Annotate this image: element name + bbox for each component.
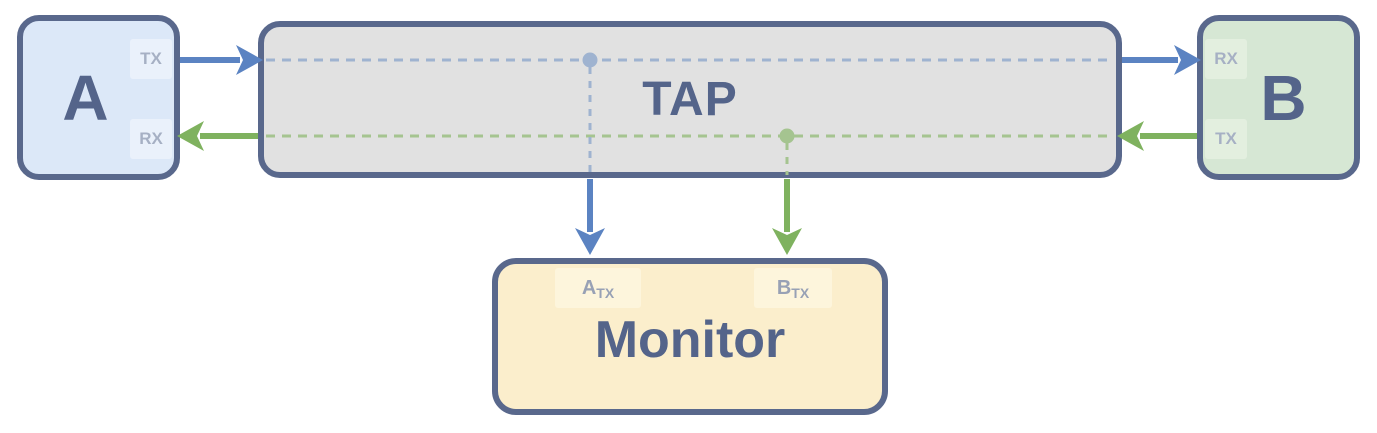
node-b-port-rx: RX: [1205, 39, 1247, 79]
node-monitor-label: Monitor: [594, 310, 786, 369]
node-a-label: A: [62, 61, 109, 134]
node-a: A TX RX: [17, 15, 180, 180]
node-a-port-tx: TX: [130, 39, 172, 79]
node-b-port-tx: TX: [1205, 119, 1247, 159]
monitor-port-b-tx-sub: TX: [791, 285, 810, 301]
arrow-tap-to-monitor-btx-head: [772, 228, 802, 255]
arrow-tap-to-a-rx-head: [177, 121, 204, 151]
node-tap-label: TAP: [642, 72, 738, 126]
arrow-tap-to-monitor-atx-head: [575, 228, 605, 255]
monitor-port-b-tx-main: B: [776, 277, 792, 299]
node-b-label: B: [1260, 61, 1307, 134]
node-a-port-rx: RX: [130, 119, 172, 159]
monitor-port-a-tx-sub: TX: [596, 285, 615, 301]
monitor-port-a-tx-main: A: [581, 277, 597, 299]
node-b: B RX TX: [1197, 15, 1360, 180]
node-tap: TAP: [258, 21, 1122, 178]
